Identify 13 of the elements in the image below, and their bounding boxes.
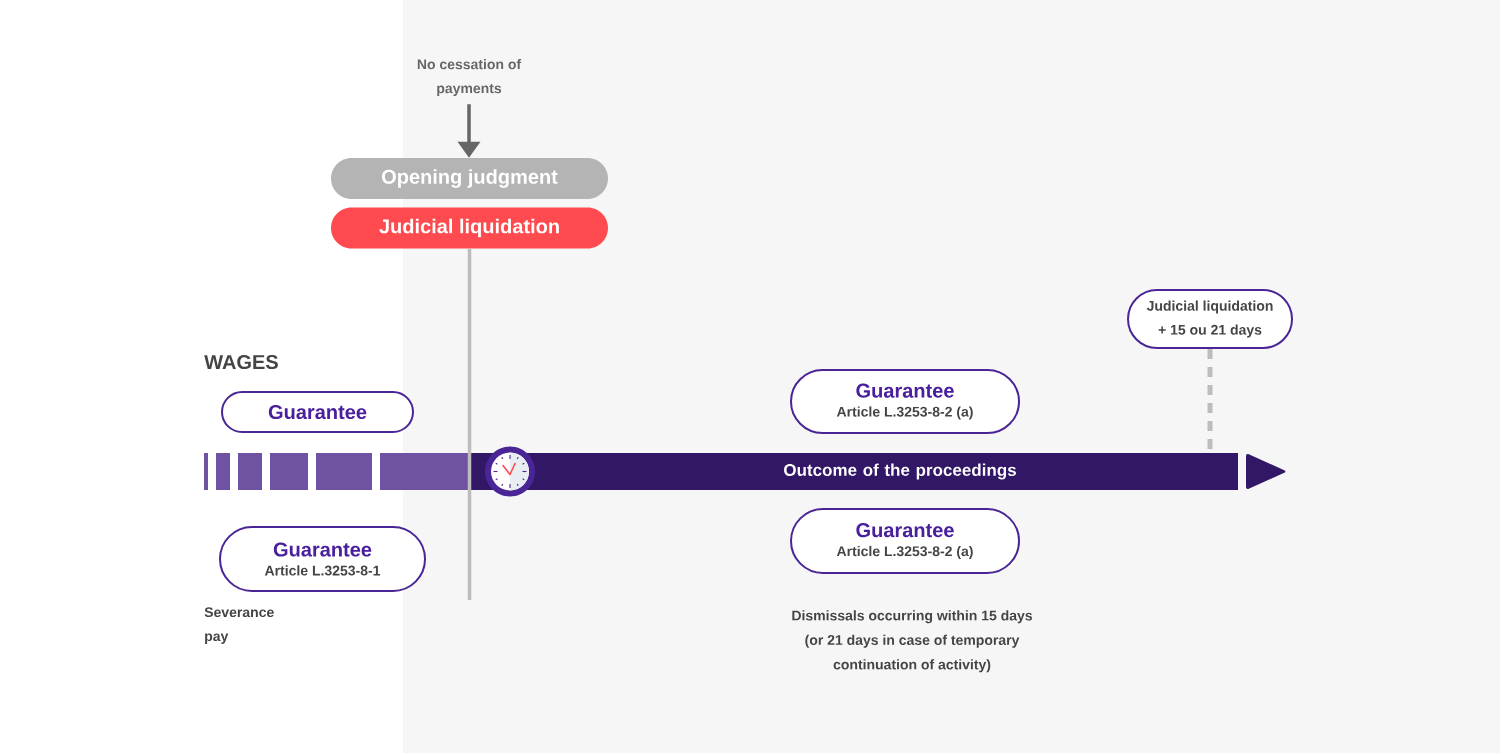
rounded-box: Guarantee Article L.3253-8-2 (a) bbox=[790, 508, 1020, 574]
callout-text: No cessation of payments bbox=[417, 59, 522, 96]
rounded-box: Guarantee Article L.3253-8-1 bbox=[219, 526, 426, 592]
rounded-box: Judicial liquidation + 15 ou 21 days bbox=[1127, 289, 1293, 349]
rounded-box: Opening judgment bbox=[331, 158, 608, 199]
timeline-bar: Outcome of the proceedings bbox=[470, 453, 1238, 490]
rounded-box: Guarantee bbox=[221, 391, 414, 433]
row-heading: WAGES bbox=[204, 354, 278, 370]
rounded-box: Judicial liquidation bbox=[331, 207, 608, 249]
row-label: Severance pay bbox=[204, 607, 274, 644]
rounded-box: Guarantee Article L.3253-8-2 (a) bbox=[790, 369, 1020, 434]
note-text: Dismissals occurring within 15 days (or 21 days in case of temporary continuation of activity) bbox=[792, 610, 1033, 673]
line bbox=[467, 248, 472, 600]
